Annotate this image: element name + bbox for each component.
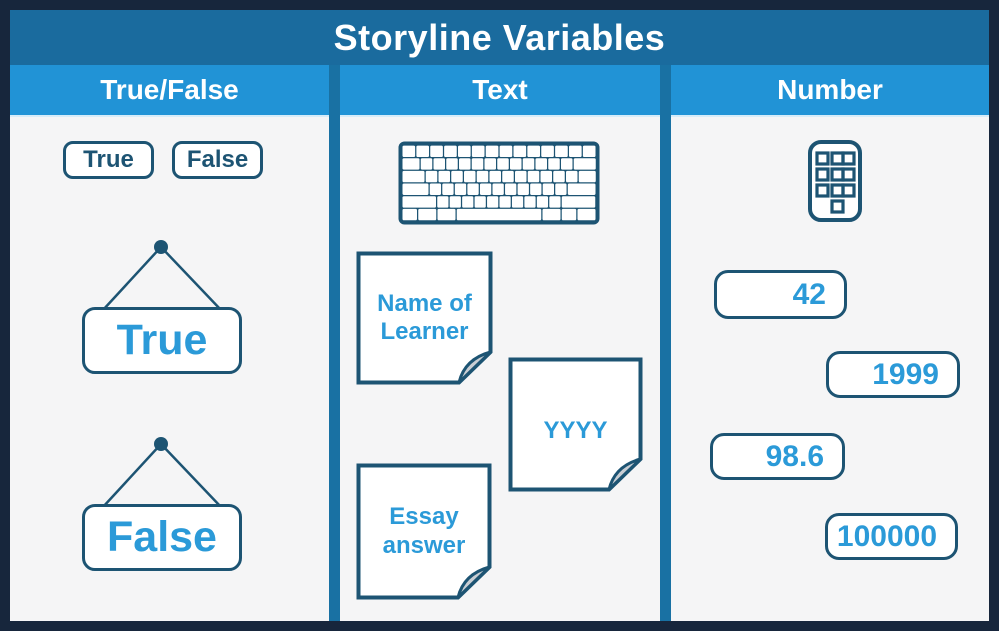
sticky-note-yyyy: YYYY <box>508 357 643 492</box>
true-chip: True <box>63 141 154 179</box>
number-value-field: 42 <box>714 270 847 319</box>
sticky-note-icon <box>356 251 493 385</box>
sticky-note-essay-answer: Essay answer <box>356 463 492 600</box>
page-title: Storyline Variables <box>333 16 666 58</box>
column-header-true-false: True/False <box>10 65 329 117</box>
sticky-note-name-of-learner: Name of Learner <box>356 251 493 385</box>
note-label: YYYY <box>543 417 608 445</box>
hanging-sign-true: True <box>81 238 243 375</box>
number-value-field: 98.6 <box>710 433 845 480</box>
note-label: Essay answer <box>382 503 466 559</box>
number-value-field: 100000 <box>825 513 958 560</box>
numeric-keypad-icon <box>808 140 862 222</box>
column-divider <box>329 65 340 621</box>
sign-board-label: False <box>82 504 242 571</box>
sign-board-label: True <box>82 307 242 374</box>
sign-string-and-pin-icon <box>102 240 222 311</box>
column-header-text: Text <box>340 65 660 117</box>
hanging-sign-false: False <box>81 435 243 572</box>
sticky-note-icon <box>356 463 492 600</box>
column-divider <box>660 65 671 621</box>
note-label: Name of Learner <box>377 289 472 345</box>
sign-string-and-pin-icon <box>102 437 222 508</box>
number-value-field: 1999 <box>826 351 960 398</box>
false-chip: False <box>172 141 263 179</box>
title-bar: Storyline Variables <box>10 10 989 65</box>
keyboard-icon <box>398 141 600 225</box>
column-header-number: Number <box>671 65 989 117</box>
sticky-note-icon <box>508 357 643 492</box>
